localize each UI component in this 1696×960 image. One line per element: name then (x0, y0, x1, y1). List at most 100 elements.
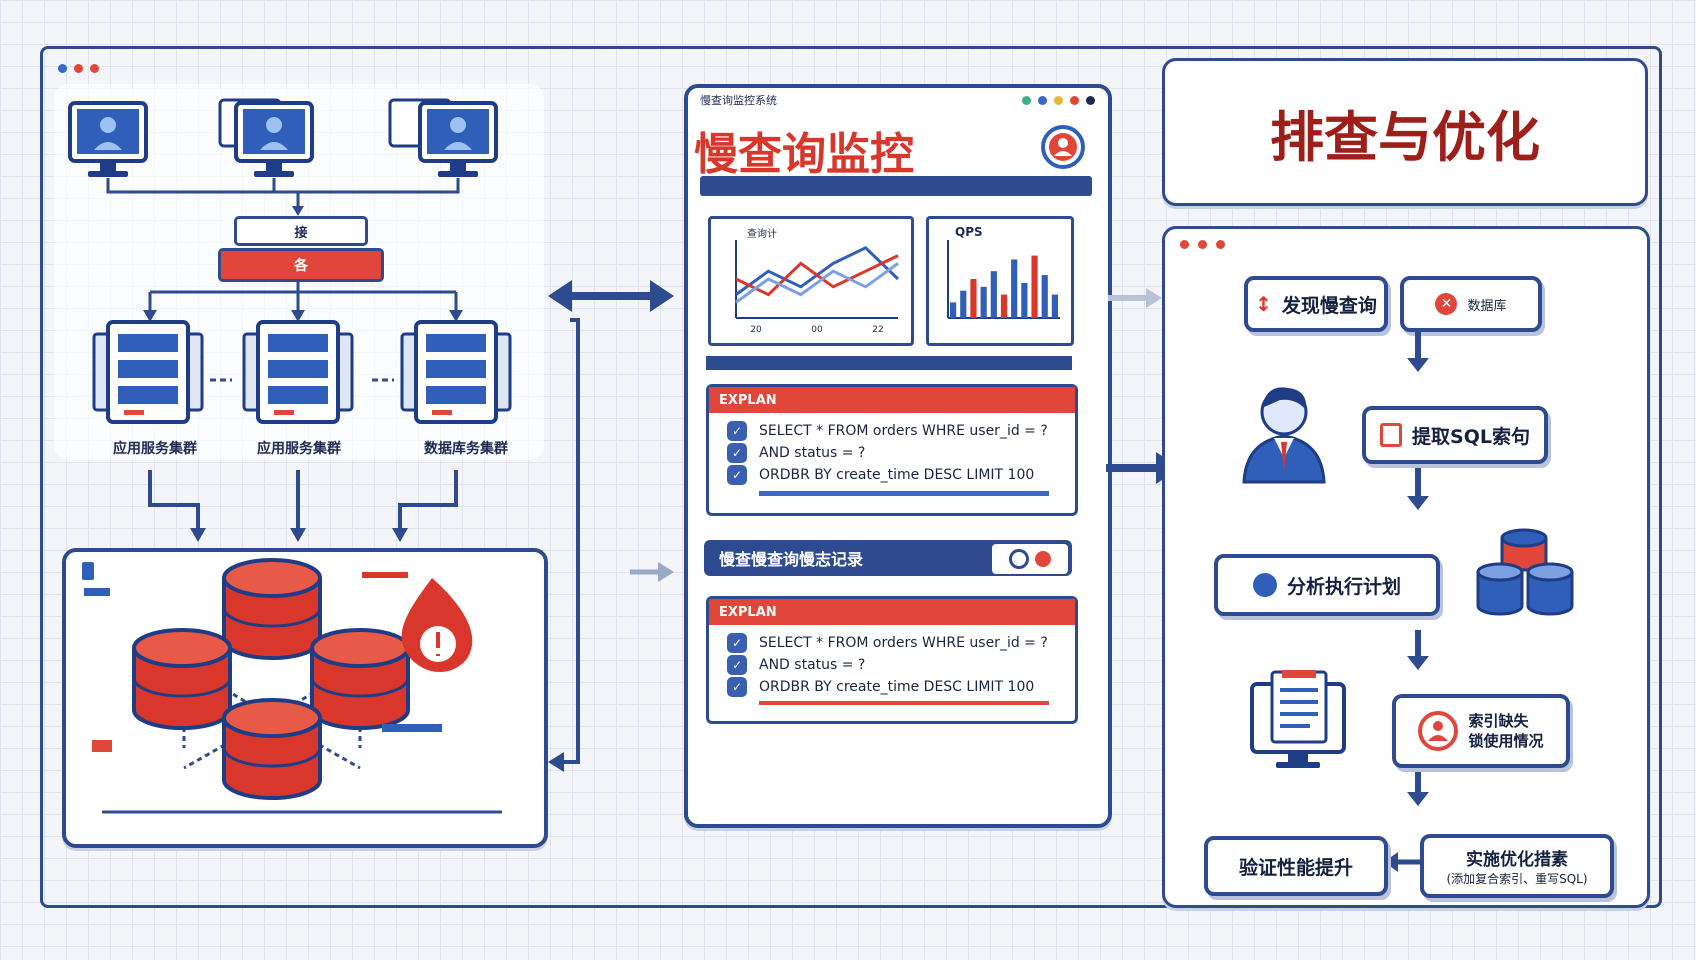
bar (1041, 275, 1048, 318)
window-dot (1086, 96, 1095, 105)
explain-label: EXPLAN (719, 392, 777, 408)
series-line-2 (735, 262, 899, 304)
window-dot (1216, 240, 1225, 249)
flow-stem (1415, 332, 1421, 360)
slow-log-label: 慢查慢查询慢志记录 (719, 550, 864, 569)
updown-arrow-icon: ↕ (1255, 292, 1272, 316)
monitor-icon (68, 101, 148, 177)
flow-arrow-down (1407, 358, 1429, 372)
alert-person-icon (1418, 711, 1459, 751)
server-rack-icon (400, 320, 512, 424)
explain-header: EXPLAN (709, 387, 1075, 413)
step-database-side[interactable]: ✕ 数据库 (1400, 276, 1542, 332)
server-clusters (92, 320, 512, 424)
issue-line: 索引缺失 (1468, 712, 1529, 730)
window-caption: 慢查询监控系统 (700, 94, 777, 107)
progress-line (759, 491, 1049, 496)
step-find-slow-query[interactable]: ↕ 发现慢查询 (1244, 276, 1388, 332)
step-extract-sql[interactable]: 提取SQL索句 (1362, 406, 1548, 464)
step-label: 数据库 (1467, 298, 1507, 314)
x-tick-label: 00 (811, 325, 823, 335)
return-connector (548, 318, 580, 772)
query-icon: ✓ (727, 677, 747, 697)
flow-arrow-down (1407, 496, 1429, 510)
code-text: ORDBR BY create_time DESC LIMIT 100 (759, 467, 1035, 483)
bar-chart (947, 240, 1060, 319)
bar (990, 271, 997, 318)
step-issue-found[interactable]: 索引缺失 锁使用情况 (1392, 694, 1570, 768)
flow-stem (1415, 630, 1421, 658)
divider-bar (706, 356, 1072, 370)
cluster-label-3: 数据库务集群 (424, 441, 508, 457)
bar (960, 290, 967, 318)
database-icon (222, 698, 322, 800)
x-tick-label: 22 (872, 325, 883, 335)
gateway-label: 接 (234, 216, 368, 246)
bar (980, 286, 987, 318)
bar (950, 302, 957, 318)
flow-arrow-down (1407, 792, 1429, 806)
query-icon: ✓ (727, 465, 747, 485)
outer-frame (40, 46, 1662, 908)
progress-line (759, 701, 1049, 705)
monitor-icon (388, 98, 498, 177)
window-dot-red-2 (90, 64, 99, 73)
bar (970, 279, 977, 318)
database-icon (310, 628, 410, 730)
step-sublabel: (添加复合索引、重写SQL) (1446, 872, 1588, 886)
bar (1031, 255, 1038, 318)
step-analyze-plan[interactable]: 分析执行计划 (1214, 554, 1440, 616)
document-icon (1380, 423, 1403, 447)
monitor-title: 慢查询监控 (694, 129, 914, 180)
explain-header: EXPLAN (709, 599, 1075, 625)
code-text: SELECT * FROM orders WHRE user_id = ? (759, 423, 1048, 439)
query-icon: ✓ (727, 421, 747, 441)
code-line: ✓AND status = ? (727, 655, 865, 675)
section-title: 排查与优化 (1270, 105, 1540, 169)
query-icon: ✓ (727, 443, 747, 463)
query-icon: ✓ (727, 655, 747, 675)
explain-label: EXPLAN (719, 604, 777, 620)
bar (1051, 294, 1058, 318)
bidirectional-arrow (548, 280, 674, 312)
step-label: 实施优化措素 (1466, 850, 1568, 870)
toggle-on-icon (1035, 551, 1051, 567)
small-arrow (630, 562, 674, 582)
client-monitors (68, 98, 498, 177)
code-line: ✓ ORDBR BY create_time DESC LIMIT 100 (727, 465, 1034, 485)
step-verify[interactable]: 验证性能提升 (1204, 836, 1388, 896)
window-dot (1054, 96, 1063, 105)
explain-block-1: EXPLAN ✓ SELECT * FROM orders WHRE user_i… (706, 384, 1078, 516)
bar-chart-title: QPS (955, 225, 983, 239)
report-monitor-icon (1250, 670, 1346, 768)
toggle-off-icon (1009, 549, 1029, 569)
server-rack-icon (242, 320, 354, 424)
code-text: SELECT * FROM orders WHRE user_id = ? (759, 635, 1048, 651)
bar (1021, 282, 1028, 318)
step-label: 分析执行计划 (1286, 575, 1401, 598)
alert-drop-icon (401, 578, 473, 672)
x-tick-label: 20 (750, 325, 762, 335)
window-dot (1022, 96, 1031, 105)
step-label: 验证性能提升 (1238, 856, 1353, 879)
faint-arrow (1108, 288, 1162, 308)
flow-stem (1415, 772, 1421, 794)
toolbar-bar (700, 176, 1092, 196)
database-icon (132, 628, 232, 730)
series-line-1 (735, 254, 899, 297)
query-icon: ✓ (727, 633, 747, 653)
cluster-label-2: 应用服务集群 (257, 441, 341, 457)
user-icon (1252, 573, 1277, 597)
code-line: ✓AND status = ? (727, 443, 865, 463)
error-icon: ✕ (1435, 293, 1458, 315)
toggle-switch[interactable] (992, 544, 1068, 574)
bar (1011, 259, 1018, 318)
line-chart: 20 00 22 (735, 240, 900, 335)
bar (1000, 294, 1008, 318)
step-implement[interactable]: 实施优化措素 (添加复合索引、重写SQL) (1420, 834, 1614, 898)
flow-arrow-left (1384, 852, 1420, 872)
alert-user-icon (1041, 125, 1085, 169)
series-line-0 (735, 245, 900, 296)
database-icon (222, 558, 322, 660)
